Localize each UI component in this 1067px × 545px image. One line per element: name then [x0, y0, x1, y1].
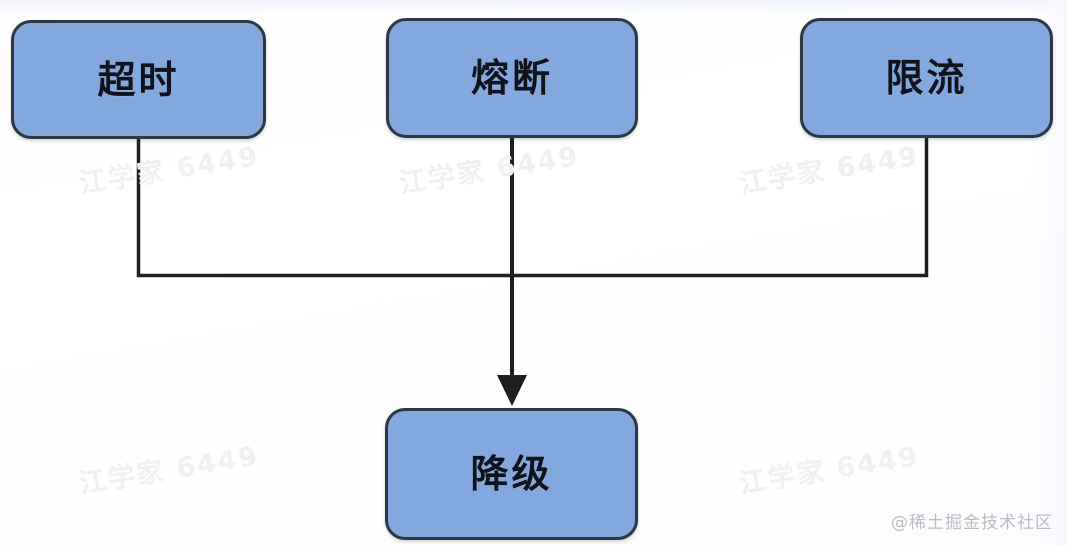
node-timeout-label: 超时 [97, 57, 180, 102]
node-timeout[interactable]: 超时 [11, 20, 266, 139]
node-rate-limit-label: 限流 [885, 56, 968, 100]
node-degrade[interactable]: 降级 [385, 408, 638, 540]
edge-ratelimit-to-degrade [510, 136, 929, 278]
node-degrade-label: 降级 [470, 452, 553, 496]
edge-timeout-to-degrade [136, 137, 514, 278]
node-circuit-break-label: 熔断 [470, 56, 553, 100]
arrowhead-icon [497, 375, 527, 406]
node-rate-limit[interactable]: 限流 [800, 18, 1053, 138]
node-circuit-break[interactable]: 熔断 [386, 18, 638, 138]
